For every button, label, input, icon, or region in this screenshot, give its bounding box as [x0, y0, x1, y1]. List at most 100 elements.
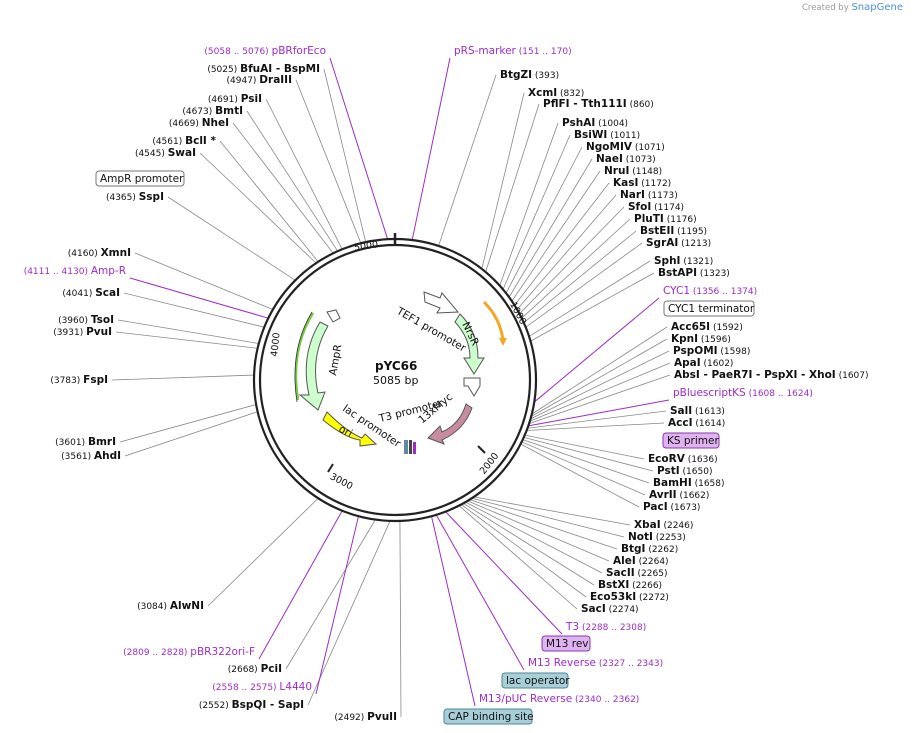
enzyme-line — [469, 499, 618, 550]
ks-primer-box: KS primer — [662, 432, 720, 449]
lac-operator-box: lac operator — [501, 672, 570, 689]
enzyme-line — [465, 501, 603, 574]
enzyme-position: (4669) — [169, 119, 202, 129]
enzyme-site: BstAPI (1323) — [658, 267, 730, 279]
primer-range: (2558 .. 2575) — [212, 683, 279, 693]
primer-range: (2340 .. 2362) — [572, 695, 639, 705]
enzyme-position: (2668) — [228, 665, 261, 675]
cap-binding-site-label: CAP binding site — [448, 711, 534, 723]
primer-range: (1608 .. 1624) — [746, 389, 813, 399]
enzyme-position: (3561) — [61, 452, 94, 462]
enzyme-name: BmtI — [215, 105, 243, 117]
enzyme-site: PshAI (1004) — [562, 117, 628, 129]
cyc1-terminator-arrow — [463, 377, 481, 397]
enzyme-line — [485, 103, 540, 273]
primer-name: pBluescriptKS — [673, 387, 746, 399]
enzyme-line — [285, 519, 376, 670]
enzyme-name: AleI — [613, 555, 636, 567]
enzyme-site: XbaI (2246) — [634, 519, 693, 531]
tef1-promoter-arrow — [423, 291, 460, 314]
enzyme-name: BsiWI — [574, 129, 607, 141]
enzyme-position: (1173) — [645, 191, 678, 201]
enzyme-line — [499, 122, 559, 286]
enzyme-name: SacI — [581, 603, 606, 615]
enzyme-line — [199, 152, 317, 264]
enzyme-site: (4041) ScaI — [62, 287, 120, 299]
enzyme-position: (3931) — [53, 328, 86, 338]
enzyme-line — [124, 411, 258, 457]
enzyme-site: SgrAI (1213) — [646, 237, 711, 249]
primer-name: pBR322ori-F — [190, 646, 255, 658]
enzyme-name: KasI — [613, 177, 638, 189]
enzyme-name: DraIII — [259, 74, 292, 86]
lac-operator-label: lac operator — [506, 675, 570, 687]
enzyme-name: NgoMIV — [586, 141, 633, 153]
enzyme-extra: - Tth111I — [570, 98, 627, 110]
primer-name: T3 — [565, 621, 579, 633]
enzyme-line — [530, 272, 655, 342]
enzyme-line — [117, 319, 259, 344]
enzyme-site: (4673) BmtI — [182, 105, 243, 117]
enzyme-name: SgrAI — [646, 237, 678, 249]
enzyme-line — [232, 122, 334, 254]
tick-3000: 3000 — [328, 471, 355, 492]
enzyme-line — [399, 520, 402, 718]
enzyme-line — [528, 374, 671, 424]
enzyme-site: SacII (2265) — [606, 567, 667, 579]
enzyme-name: PvuII — [367, 711, 397, 723]
enzyme-name: BtgI — [621, 543, 645, 555]
enzyme-position: (2264) — [636, 557, 669, 567]
tick-1000: 1000 — [507, 300, 528, 327]
enzyme-site: PspOMI (1598) — [673, 345, 750, 357]
enzyme-position: (1148) — [629, 167, 662, 177]
ori-label: ori — [337, 423, 355, 440]
enzyme-position: (4160) — [68, 249, 101, 259]
primer-name: pBRforEco — [272, 45, 326, 57]
primer-site: pBluescriptKS (1608 .. 1624) — [673, 387, 813, 399]
cyc1-terminator-label: CYC1 terminator — [668, 303, 755, 315]
enzyme-site: SphI (1321) — [654, 255, 713, 267]
watermark-prefix: Created by — [801, 3, 849, 13]
enzyme-position: (1596) — [698, 335, 731, 345]
enzyme-position: (4561) — [152, 137, 185, 147]
enzyme-name: PciI — [261, 663, 282, 675]
enzyme-line — [134, 252, 274, 310]
enzyme-line — [471, 497, 625, 538]
enzyme-line — [481, 92, 525, 269]
enzyme-site: (4365) SspI — [106, 191, 164, 203]
enzyme-site: PstI (1650) — [657, 465, 712, 477]
enzyme-line — [460, 504, 587, 598]
enzyme-line — [524, 434, 645, 460]
enzyme-name: EcoRV — [648, 453, 686, 465]
enzyme-site: (3960) TsoI — [58, 314, 114, 326]
enzyme-position: (2552) — [199, 701, 232, 711]
enzyme-position: (1004) — [595, 119, 628, 129]
primer-site: (2809 .. 2828) pBR322ori-F — [123, 646, 255, 658]
enzyme-position: (4947) — [227, 76, 260, 86]
enzyme-position: (393) — [532, 71, 559, 81]
primer-name: Amp-R — [91, 265, 126, 277]
enzyme-site: BstEII (1195) — [640, 225, 707, 237]
enzyme-line — [265, 98, 343, 250]
enzyme-site: BamHI (1658) — [653, 477, 725, 489]
enzyme-site: NotI (2253) — [628, 531, 686, 543]
enzyme-name: FspI — [83, 374, 108, 386]
enzyme-position: (1602) — [701, 359, 734, 369]
primer-range: (2288 .. 2308) — [579, 623, 646, 633]
enzyme-site: BtgZI (393) — [500, 69, 559, 81]
enzyme-position: (1174) — [651, 203, 684, 213]
enzyme-position: (4545) — [135, 149, 168, 159]
enzyme-name: PstI — [657, 465, 680, 477]
enzyme-site: (2492) PvuII — [334, 711, 397, 723]
enzyme-name: XbaI — [634, 519, 661, 531]
tick-mark-2000 — [477, 445, 486, 454]
enzyme-site: (5025) BfuAI - BspMI — [207, 63, 320, 75]
enzyme-site: SacI (2274) — [581, 603, 639, 615]
enzyme-line — [111, 374, 255, 381]
enzyme-line — [115, 331, 258, 349]
ampr-dark-line — [294, 311, 313, 403]
ampr-green-line — [294, 312, 315, 401]
primer-range: (2327 .. 2343) — [596, 659, 663, 669]
primer-site: pRS-marker (151 .. 170) — [454, 45, 572, 57]
